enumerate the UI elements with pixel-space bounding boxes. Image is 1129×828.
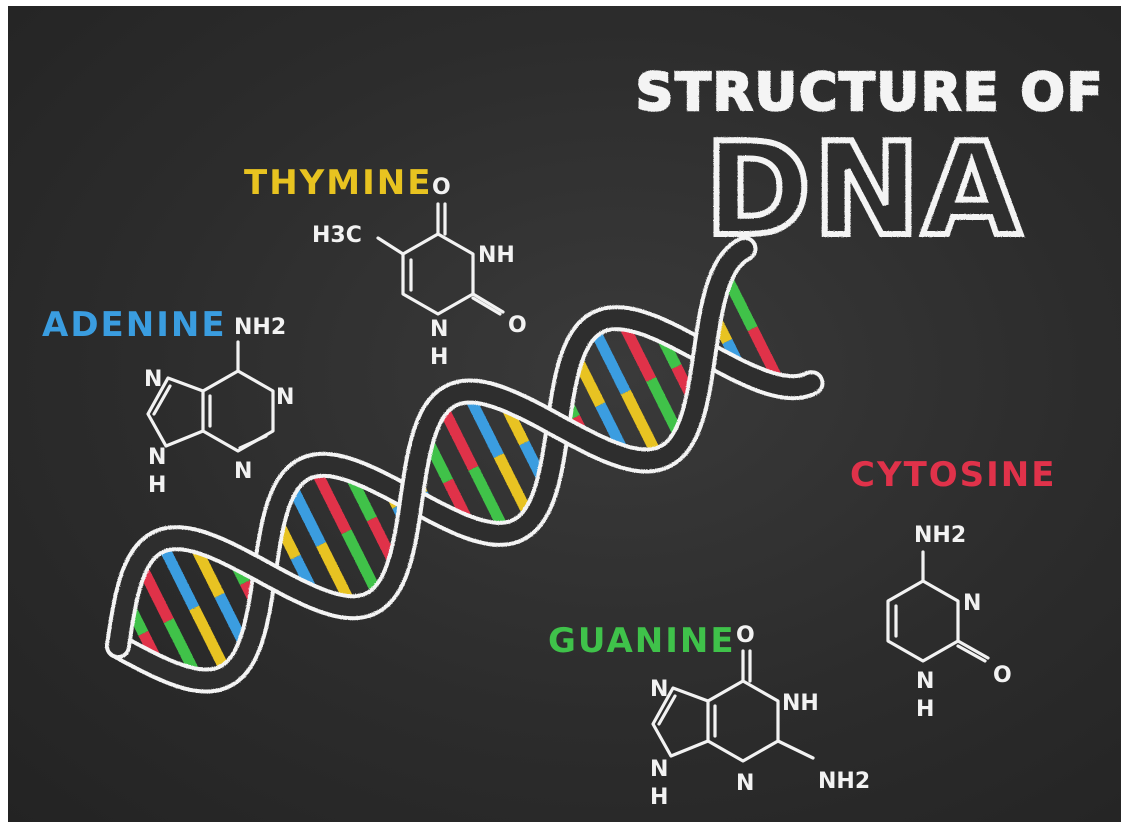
thymine-atom-o-right: O <box>508 313 527 338</box>
adenine-atom-h: H <box>148 473 166 498</box>
dna-diagram: STRUCTURE OF STRUCTURE OF DNA THYMINE O … <box>42 62 1104 810</box>
thymine-structure: O H3C NH O N H <box>312 175 527 370</box>
thymine-group: THYMINE O H3C NH O N H <box>244 163 527 370</box>
adenine-group: ADENINE NH2 N N N N H <box>42 305 294 498</box>
adenine-label: ADENINE <box>42 305 227 345</box>
guanine-atom-nh2: NH2 <box>818 769 870 794</box>
thymine-atom-n-bottom: N <box>430 317 448 342</box>
cytosine-atom-nh2: NH2 <box>914 523 966 548</box>
adenine-atom-n4: N <box>148 445 166 470</box>
adenine-atom-n3: N <box>234 459 252 484</box>
guanine-atom-n-left-top: N <box>650 677 668 702</box>
adenine-atom-n1: N <box>144 367 162 392</box>
cytosine-atom-n-top: N <box>963 591 981 616</box>
thymine-label: THYMINE <box>244 163 432 203</box>
thymine-atom-h-bottom: H <box>430 345 448 370</box>
thymine-atom-nh: NH <box>478 243 515 268</box>
guanine-atom-nh: NH <box>782 691 819 716</box>
adenine-atom-nh2: NH2 <box>234 315 286 340</box>
guanine-structure: O NH N N H N NH2 <box>650 623 870 810</box>
title: STRUCTURE OF STRUCTURE OF DNA <box>635 62 1104 268</box>
adenine-atom-n2: N <box>276 385 294 410</box>
guanine-group: GUANINE O NH N N H N NH2 <box>548 621 870 810</box>
adenine-structure: NH2 N N N N H <box>144 315 294 498</box>
cytosine-atom-o: O <box>993 663 1012 688</box>
dna-helix-icon <box>105 235 825 694</box>
cytosine-atom-n-bottom: N <box>916 669 934 694</box>
title-line1-fill: STRUCTURE OF <box>636 63 1104 123</box>
helix-backbone-fill <box>109 309 821 690</box>
cytosine-structure: NH2 N O N H <box>886 523 1012 722</box>
guanine-atom-h: H <box>650 785 668 810</box>
guanine-atom-o: O <box>736 623 755 648</box>
cytosine-label: CYTOSINE <box>850 455 1057 495</box>
guanine-atom-n-bottom: N <box>736 771 754 796</box>
thymine-atom-methyl: H3C <box>312 223 362 248</box>
chalkboard: STRUCTURE OF STRUCTURE OF DNA THYMINE O … <box>8 6 1121 822</box>
cytosine-atom-h: H <box>916 697 934 722</box>
title-line1: STRUCTURE OF <box>636 63 1104 123</box>
helix-backbone-fill <box>109 239 754 655</box>
guanine-label: GUANINE <box>548 621 736 661</box>
cytosine-group: CYTOSINE NH2 N O N H <box>850 455 1057 722</box>
thymine-atom-o-top: O <box>432 175 451 200</box>
guanine-atom-n-left-bottom: N <box>650 757 668 782</box>
